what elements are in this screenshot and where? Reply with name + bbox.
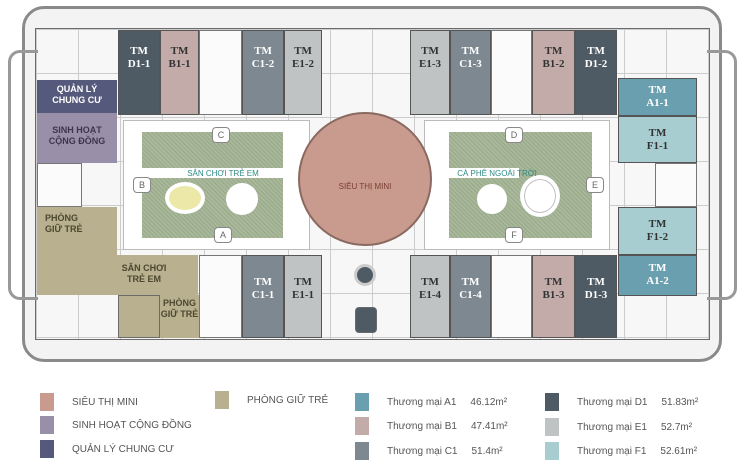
legend-label: Thương mại A1 bbox=[387, 396, 457, 408]
apartment-lobby bbox=[199, 255, 242, 338]
legend-label: SIÊU THỊ MINI bbox=[72, 396, 138, 408]
apartment-lobby bbox=[491, 255, 532, 338]
walkway bbox=[142, 168, 283, 178]
label-ca-phe-ngoai-troi: CÀ PHÊ NGOÀI TRỜI bbox=[457, 169, 537, 178]
legend-item: Thương mại F1 52.61m² bbox=[545, 442, 697, 460]
marker-d: D bbox=[505, 127, 523, 143]
legend-area: 46.12m² bbox=[470, 396, 508, 408]
legend-area: 47.41m² bbox=[470, 420, 508, 432]
room-phong-giu-tre-2[interactable]: PHÒNG GIỮ TRẺ bbox=[160, 295, 199, 338]
legend-label: Thương mại E1 bbox=[577, 421, 647, 433]
unit-tm-d1-3[interactable]: TM D1-3 bbox=[575, 255, 617, 338]
legend-swatch bbox=[545, 418, 559, 436]
unit-tm-c1-4[interactable]: TM C1-4 bbox=[450, 255, 491, 338]
unit-tm-a1-2[interactable]: TM A1-2 bbox=[618, 255, 697, 296]
unit-tm-f1-2[interactable]: TM F1-2 bbox=[618, 207, 697, 255]
legend: SIÊU THỊ MINI SINH HOẠT CỘNG ĐỒNG QUẢN L… bbox=[0, 388, 745, 474]
marker-c: C bbox=[212, 127, 230, 143]
legend-swatch bbox=[40, 393, 54, 411]
legend-label: Thương mại D1 bbox=[577, 396, 648, 408]
marker-f: F bbox=[505, 227, 523, 243]
marker-b: B bbox=[133, 177, 151, 193]
legend-label: SINH HOẠT CỘNG ĐỒNG bbox=[72, 419, 192, 431]
legend-item: Thương mại E1 52.7m² bbox=[545, 418, 692, 436]
legend-swatch bbox=[355, 417, 369, 435]
sand-pit bbox=[165, 182, 205, 214]
unit-tm-c1-2[interactable]: TM C1-2 bbox=[242, 30, 284, 115]
unit-tm-e1-3[interactable]: TM E1-3 bbox=[410, 30, 450, 115]
apartment-lobby bbox=[655, 163, 697, 207]
pool bbox=[355, 307, 377, 333]
legend-item: Thương mại D1 51.83m² bbox=[545, 393, 698, 411]
floor-plan: TM D1-1 TM B1-1 TM C1-2 TM E1-2 TM E1-3 … bbox=[8, 6, 737, 362]
room-annex bbox=[118, 295, 160, 338]
oval-pad bbox=[520, 175, 560, 217]
label-sieu-thi-mini: SIÊU THỊ MINI bbox=[338, 182, 392, 191]
legend-label: Thương mại B1 bbox=[387, 420, 457, 432]
label-san-choi-tre-em: SÂN CHƠI TRẺ EM bbox=[187, 169, 259, 178]
legend-area: 51.4m² bbox=[471, 445, 503, 457]
legend-label: Thương mại F1 bbox=[577, 445, 647, 457]
unit-tm-f1-1[interactable]: TM F1-1 bbox=[618, 116, 697, 163]
left-wing-wall bbox=[8, 50, 38, 300]
unit-tm-d1-2[interactable]: TM D1-2 bbox=[575, 30, 617, 115]
legend-swatch bbox=[545, 442, 559, 460]
apartment-lobby bbox=[199, 30, 242, 115]
unit-tm-b1-2[interactable]: TM B1-2 bbox=[532, 30, 575, 115]
legend-item: SIÊU THỊ MINI bbox=[40, 393, 138, 411]
legend-item: Thương mại B1 47.41m² bbox=[355, 417, 508, 435]
legend-swatch bbox=[215, 391, 229, 409]
fountain bbox=[354, 264, 376, 286]
unit-tm-b1-3[interactable]: TM B1-3 bbox=[532, 255, 575, 338]
room-sinh-hoat-cong-dong[interactable]: SINH HOẠT CỘNG ĐỒNG bbox=[37, 113, 117, 163]
legend-label: PHÒNG GIỮ TRẺ bbox=[247, 394, 329, 406]
legend-area: 52.7m² bbox=[660, 421, 693, 433]
room-san-choi-tre-em-indoor[interactable]: SÂN CHƠI TRẺ EM bbox=[90, 255, 198, 295]
apartment-lobby bbox=[491, 30, 532, 115]
round-pad bbox=[477, 184, 507, 214]
legend-swatch bbox=[355, 442, 369, 460]
playground-lawn bbox=[142, 132, 283, 238]
legend-label: Thương mại C1 bbox=[387, 445, 458, 457]
apartment-lobby bbox=[37, 163, 82, 207]
right-wing-wall bbox=[707, 50, 737, 300]
unit-tm-c1-3[interactable]: TM C1-3 bbox=[450, 30, 491, 115]
legend-item: Thương mại C1 51.4m² bbox=[355, 442, 503, 460]
unit-tm-c1-1[interactable]: TM C1-1 bbox=[242, 255, 284, 338]
room-quan-ly-chung-cu[interactable]: QUẢN LÝ CHUNG CƯ bbox=[37, 80, 117, 113]
legend-area: 52.61m² bbox=[660, 445, 698, 457]
legend-swatch bbox=[40, 440, 54, 458]
unit-tm-a1-1[interactable]: TM A1-1 bbox=[618, 78, 697, 116]
legend-item: Thương mại A1 46.12m² bbox=[355, 393, 507, 411]
marker-a: A bbox=[214, 227, 232, 243]
unit-tm-e1-2[interactable]: TM E1-2 bbox=[284, 30, 322, 115]
legend-swatch bbox=[40, 416, 54, 434]
walkway bbox=[449, 168, 519, 178]
legend-area: 51.83m² bbox=[661, 396, 699, 408]
unit-tm-e1-1[interactable]: TM E1-1 bbox=[284, 255, 322, 338]
cafe-lawn bbox=[449, 132, 592, 238]
unit-tm-b1-1[interactable]: TM B1-1 bbox=[160, 30, 199, 115]
legend-item: SINH HOẠT CỘNG ĐỒNG bbox=[40, 416, 192, 434]
marker-e: E bbox=[586, 177, 604, 193]
legend-swatch bbox=[545, 393, 559, 411]
legend-item: PHÒNG GIỮ TRẺ bbox=[215, 391, 328, 409]
legend-label: QUẢN LÝ CHUNG CƯ bbox=[72, 443, 174, 455]
unit-tm-d1-1[interactable]: TM D1-1 bbox=[118, 30, 160, 115]
legend-swatch bbox=[355, 393, 369, 411]
round-pad bbox=[226, 183, 258, 215]
unit-tm-e1-4[interactable]: TM E1-4 bbox=[410, 255, 450, 338]
legend-item: QUẢN LÝ CHUNG CƯ bbox=[40, 440, 174, 458]
mini-mart[interactable] bbox=[298, 112, 432, 246]
